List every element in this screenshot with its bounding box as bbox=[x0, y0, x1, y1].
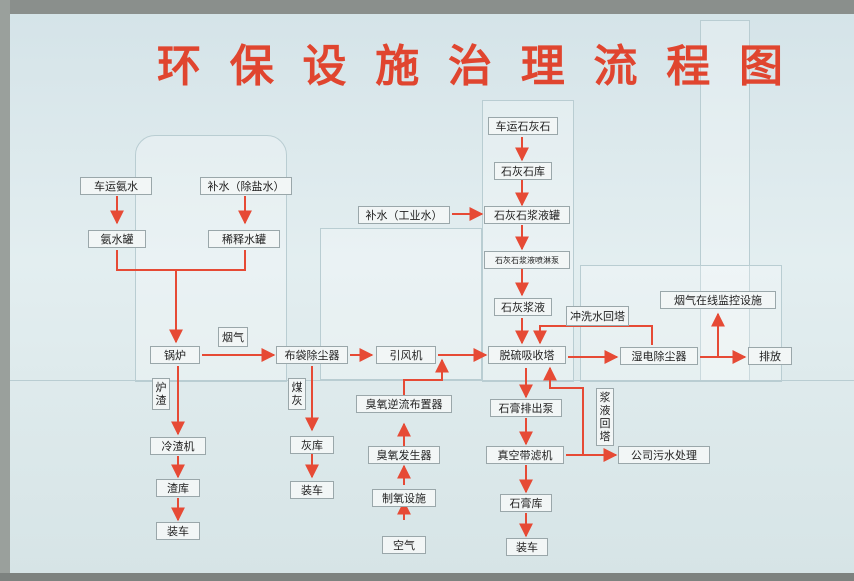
node-wastewater: 公司污水处理 bbox=[618, 446, 710, 464]
node-cems: 烟气在线监控设施 bbox=[660, 291, 776, 309]
title-char: 设 bbox=[302, 41, 347, 92]
node-ozone-distributor: 臭氧逆流布置器 bbox=[356, 395, 452, 413]
frame-bottom bbox=[0, 573, 854, 581]
node-vacuum-filter: 真空带滤机 bbox=[486, 446, 564, 464]
label-wash-water-return: 冲洗水回塔 bbox=[566, 306, 629, 326]
node-oxygen-plant: 制氧设施 bbox=[372, 489, 436, 507]
node-slag-cooler: 冷渣机 bbox=[150, 437, 206, 455]
title-char: 程 bbox=[666, 41, 711, 92]
node-bag-filter: 布袋除尘器 bbox=[276, 346, 348, 364]
label-furnace-slag: 炉渣 bbox=[152, 378, 170, 410]
frame-top bbox=[0, 0, 854, 14]
node-wet-esp: 湿电除尘器 bbox=[620, 347, 698, 365]
title-char: 流 bbox=[593, 41, 638, 92]
node-makeup-demin-water: 补水（除盐水） bbox=[200, 177, 292, 195]
node-gypsum-loading: 装车 bbox=[506, 538, 548, 556]
node-truck-limestone: 车运石灰石 bbox=[488, 117, 558, 135]
node-slag-storage: 渣库 bbox=[156, 479, 200, 497]
title-char: 保 bbox=[229, 41, 274, 92]
arrow bbox=[533, 325, 653, 345]
arrow bbox=[403, 358, 449, 395]
arrow bbox=[543, 366, 584, 455]
node-gypsum-pump: 石膏排出泵 bbox=[490, 399, 562, 417]
frame-left bbox=[0, 0, 10, 581]
node-limestone-storage: 石灰石库 bbox=[494, 162, 552, 180]
bg-chimney bbox=[700, 20, 750, 382]
node-slag-loading: 装车 bbox=[156, 522, 200, 540]
page-title: 环 保 设 施 治 理 流 程 图 bbox=[150, 30, 790, 94]
title-char: 施 bbox=[375, 41, 420, 92]
node-ammonia-tank: 氨水罐 bbox=[88, 230, 146, 248]
node-spray-pump: 石灰石浆液喷淋泵 bbox=[484, 251, 570, 269]
node-ash-loading: 装车 bbox=[290, 481, 334, 499]
title-char: 环 bbox=[157, 41, 201, 92]
node-air: 空气 bbox=[382, 536, 426, 554]
label-slurry-return: 浆液回塔 bbox=[596, 388, 614, 446]
node-discharge: 排放 bbox=[748, 347, 792, 365]
title-char: 理 bbox=[520, 41, 565, 92]
node-dilution-tank: 稀释水罐 bbox=[208, 230, 280, 248]
node-limestone-slurry-tank: 石灰石浆液罐 bbox=[484, 206, 570, 224]
node-absorber: 脱硫吸收塔 bbox=[488, 346, 566, 364]
label-coal-ash: 煤灰 bbox=[288, 378, 306, 410]
node-boiler: 锅炉 bbox=[150, 346, 200, 364]
label-flue-gas: 烟气 bbox=[218, 327, 248, 347]
node-gypsum-storage: 石膏库 bbox=[500, 494, 552, 512]
title-char: 治 bbox=[448, 41, 492, 92]
node-truck-ammonia: 车运氨水 bbox=[80, 177, 152, 195]
title-char: 图 bbox=[739, 41, 783, 92]
bg-boiler-house bbox=[135, 135, 287, 382]
node-induced-fan: 引风机 bbox=[376, 346, 436, 364]
node-ozone-generator: 臭氧发生器 bbox=[368, 446, 440, 464]
node-ash-storage: 灰库 bbox=[290, 436, 334, 454]
node-makeup-industrial-water: 补水（工业水） bbox=[358, 206, 450, 224]
node-lime-slurry: 石灰浆液 bbox=[494, 298, 552, 316]
arrow bbox=[116, 250, 246, 271]
